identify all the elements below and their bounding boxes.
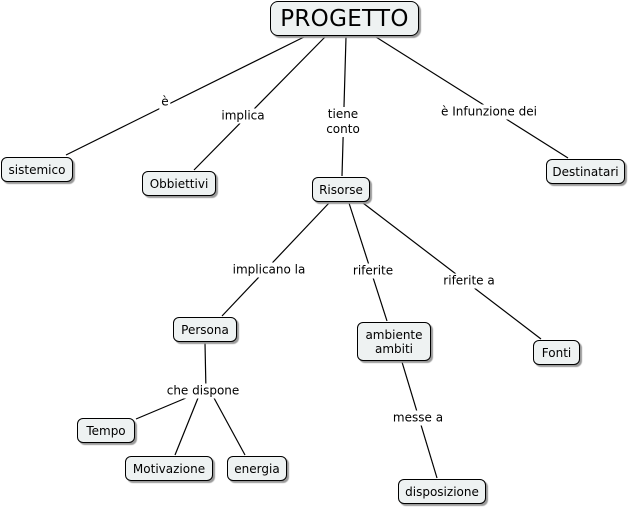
node-energia[interactable]: energia (227, 456, 287, 481)
link-label-che-dispone: che dispone (164, 383, 242, 399)
link-label-messe-a: messe a (390, 410, 446, 426)
connector-risorse-ambiente (348, 202, 388, 322)
link-label-riferite: riferite (350, 263, 396, 279)
node-persona[interactable]: Persona (173, 317, 237, 342)
connector-risorse-fonti (362, 202, 542, 340)
node-sistemico[interactable]: sistemico (1, 157, 73, 182)
node-ambiente-ambiti[interactable]: ambiente ambiti (357, 322, 431, 361)
connector-progetto-sistemico (65, 36, 305, 156)
node-disposizione[interactable]: disposizione (398, 479, 486, 504)
connector-dispone-motivazione (174, 397, 199, 456)
connector-dispone-tempo (135, 397, 187, 420)
link-label-implicano-la: implicano la (230, 262, 308, 278)
node-motivazione[interactable]: Motivazione (125, 456, 213, 481)
link-label-implica: implica (219, 108, 267, 124)
connector-progetto-obbiettivi (193, 36, 326, 171)
node-destinatari[interactable]: Destinatari (546, 159, 625, 184)
node-progetto[interactable]: PROGETTO (270, 1, 419, 36)
link-label-in-funzione: è Infunzione dei (439, 104, 539, 120)
node-obbiettivi[interactable]: Obbiettivi (142, 171, 216, 196)
connector-risorse-persona (221, 202, 330, 317)
link-label-e: è (159, 94, 171, 110)
link-label-riferite-a: riferite a (441, 273, 497, 289)
connector-progetto-risorse (341, 36, 347, 177)
node-risorse[interactable]: Risorse (312, 177, 370, 202)
connector-progetto-destinatari (375, 36, 569, 159)
link-label-tiene-conto: tiene conto (324, 107, 362, 137)
node-tempo[interactable]: Tempo (77, 418, 135, 443)
connector-dispone-energia (213, 397, 246, 456)
node-fonti[interactable]: Fonti (533, 340, 580, 365)
